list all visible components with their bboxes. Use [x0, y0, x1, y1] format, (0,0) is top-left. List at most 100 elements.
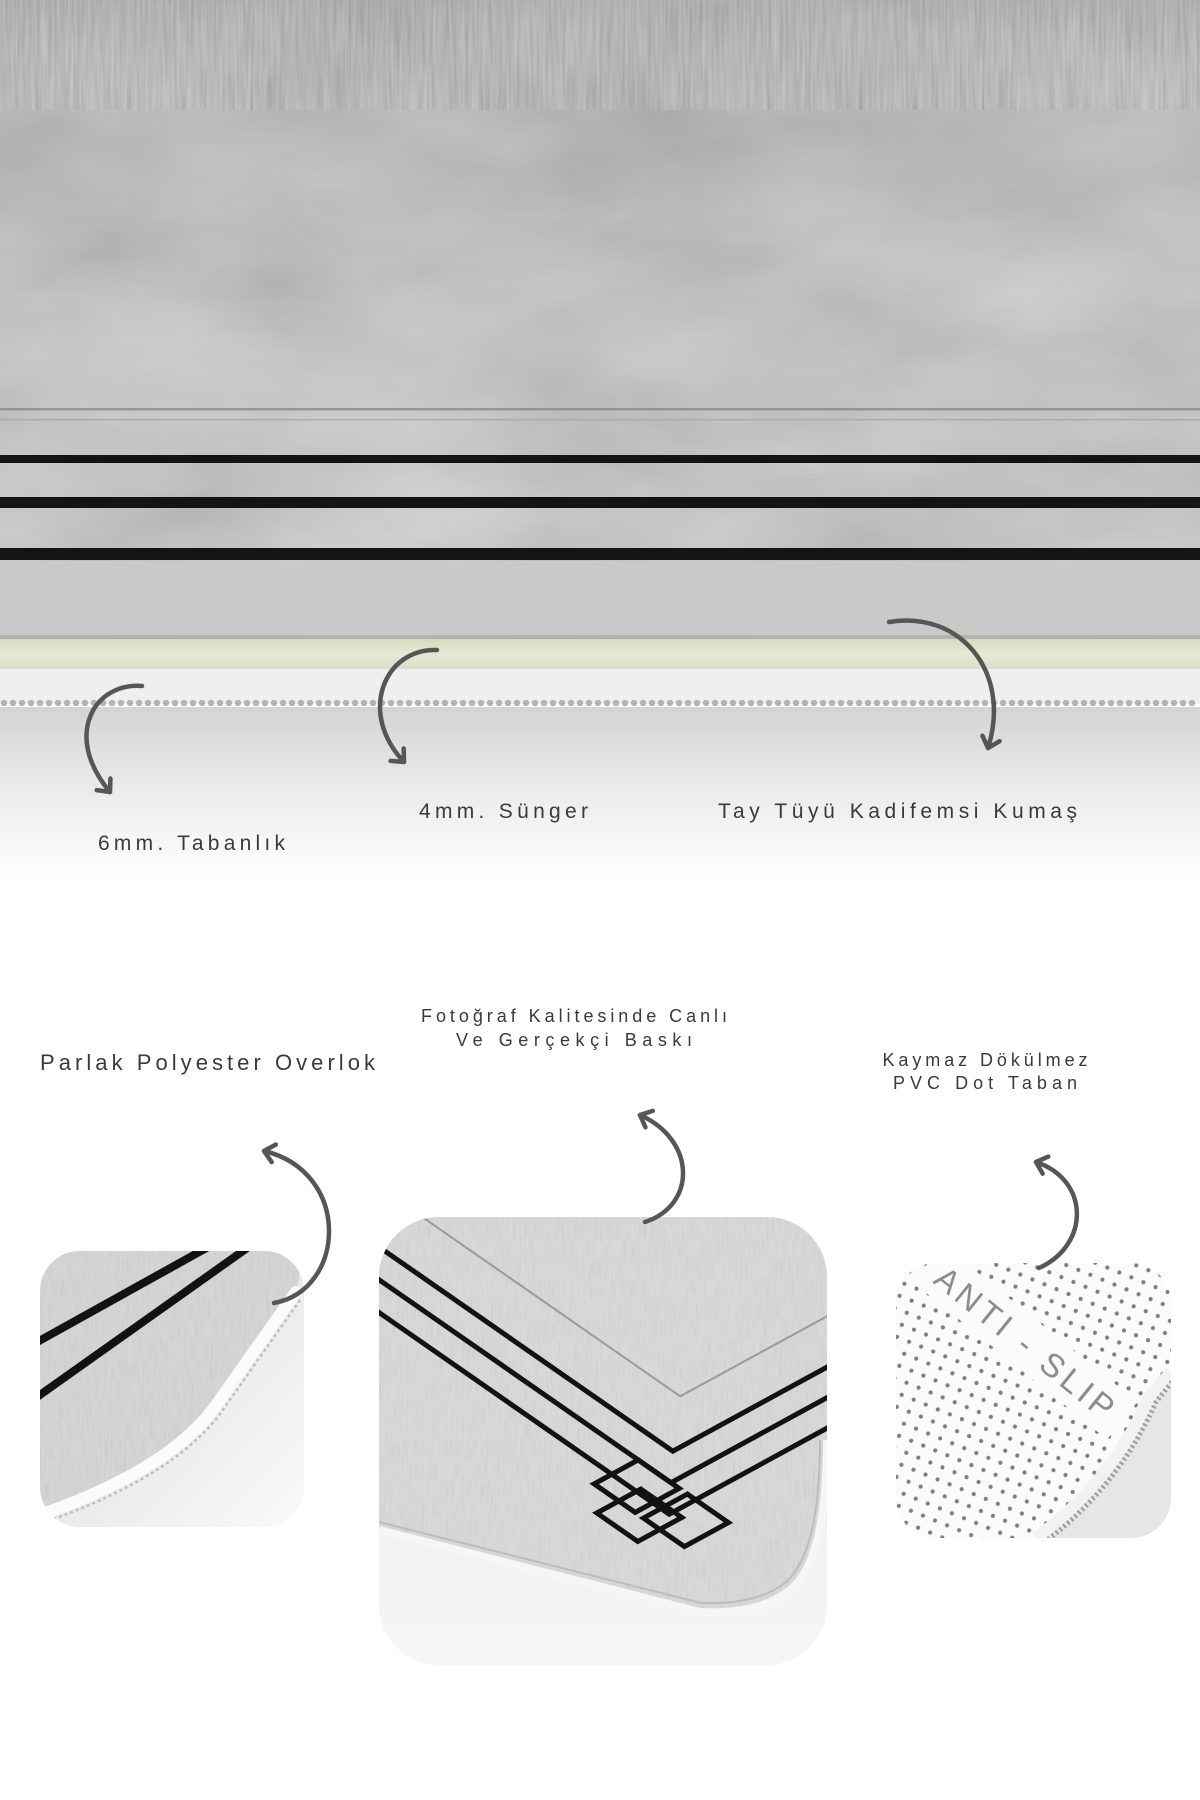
label-print-line2: Ve Gerçekçi Baskı	[456, 1030, 692, 1050]
base-edge-dot	[882, 699, 890, 707]
base-edge-dot	[972, 699, 980, 707]
base-edge-dot	[189, 699, 197, 707]
base-edge-dot	[450, 699, 458, 707]
base-edge-dot	[234, 699, 242, 707]
base-edge-dot	[774, 699, 782, 707]
base-edge-dot	[342, 699, 350, 707]
base-edge-dot	[792, 699, 800, 707]
base-edge-dot	[720, 699, 728, 707]
base-edge-dot	[621, 699, 629, 707]
base-edge-dot	[468, 699, 476, 707]
rug-black-stripe	[40, 1251, 212, 1350]
base-edge-dot	[180, 699, 188, 707]
base-edge-dot	[747, 699, 755, 707]
base-edge-dot	[567, 699, 575, 707]
base-edge-dot	[675, 699, 683, 707]
base-edge-dot	[144, 699, 152, 707]
base-edge-dot	[522, 699, 530, 707]
base-edge-dot	[162, 699, 170, 707]
base-edge-dot	[594, 699, 602, 707]
base-edge-dot	[315, 699, 323, 707]
base-layer	[0, 667, 1200, 704]
rug-border-grey-line	[0, 408, 1200, 411]
base-edge-dot	[414, 699, 422, 707]
rug-surface-texture	[0, 0, 1200, 640]
base-edge-dot	[1062, 699, 1070, 707]
base-edge-dot	[900, 699, 908, 707]
base-edge-dot	[45, 699, 53, 707]
knot-square	[597, 1489, 682, 1542]
base-edge-dots	[0, 699, 1196, 707]
rug-corner-edge-line	[379, 1439, 821, 1605]
label-base-layer: 6mm. Tabanlık	[98, 832, 286, 855]
curved-arrow-icon	[377, 647, 440, 765]
base-edge-dot	[657, 699, 665, 707]
base-edge-dot	[405, 699, 413, 707]
base-edge-dot	[513, 699, 521, 707]
curved-arrow-icon	[886, 618, 1002, 751]
base-edge-dot	[612, 699, 620, 707]
base-edge-dot	[306, 699, 314, 707]
base-edge-dot	[756, 699, 764, 707]
label-print-line1: Fotoğraf Kalitesinde Canlı	[421, 1006, 727, 1026]
base-edge-dot	[153, 699, 161, 707]
base-edge-dot	[711, 699, 719, 707]
base-edge-dot	[207, 699, 215, 707]
base-edge-dot	[837, 699, 845, 707]
base-edge-dot	[909, 699, 917, 707]
rug-piece-texture	[40, 1251, 300, 1515]
overlock-edge	[40, 1286, 302, 1521]
base-edge-dot	[936, 699, 944, 707]
base-edge-dot	[1107, 699, 1115, 707]
base-edge-dot	[585, 699, 593, 707]
base-edge-dot	[927, 699, 935, 707]
base-edge-dot	[324, 699, 332, 707]
rug-fabric-edge-texture	[0, 561, 1200, 638]
base-edge-dot	[1098, 699, 1106, 707]
base-edge-dot	[1017, 699, 1025, 707]
base-edge-dot	[171, 699, 179, 707]
base-edge-dot	[639, 699, 647, 707]
base-edge-dot	[27, 699, 35, 707]
base-edge-dot	[846, 699, 854, 707]
base-edge-dot	[18, 699, 26, 707]
base-edge-dot	[423, 699, 431, 707]
base-edge-dot	[459, 699, 467, 707]
base-edge-dot	[702, 699, 710, 707]
base-edge-dot	[801, 699, 809, 707]
base-edge-dot	[1116, 699, 1124, 707]
rug-black-stripe	[0, 548, 1200, 560]
base-edge-dot	[126, 699, 134, 707]
base-edge-dot	[549, 699, 557, 707]
base-edge-dot	[1080, 699, 1088, 707]
base-edge-dot	[1161, 699, 1169, 707]
rug-corner-edge	[379, 1439, 827, 1617]
border-line-inner	[181, 850, 1148, 1451]
rug-black-stripe	[0, 455, 1200, 463]
base-edge-dot	[1143, 699, 1151, 707]
base-edge-dot	[486, 699, 494, 707]
base-edge-dot	[873, 699, 881, 707]
base-edge-dot	[63, 699, 71, 707]
base-edge-dot	[108, 699, 116, 707]
base-edge-dot	[765, 699, 773, 707]
label-backing-line1: Kaymaz Dökülmez	[883, 1050, 1088, 1070]
knot-square	[594, 1460, 679, 1513]
base-edge-dot	[576, 699, 584, 707]
base-edge-dot	[1170, 699, 1178, 707]
base-edge-dot	[1053, 699, 1061, 707]
base-edge-dot	[117, 699, 125, 707]
base-edge-dot	[648, 699, 656, 707]
base-edge-dot	[1044, 699, 1052, 707]
base-edge-dot	[252, 699, 260, 707]
knot-square	[643, 1494, 728, 1547]
base-edge-dot	[1089, 699, 1097, 707]
base-edge-dot	[270, 699, 278, 707]
base-edge-dot	[1179, 699, 1187, 707]
base-edge-dot	[666, 699, 674, 707]
base-edge-dot	[495, 699, 503, 707]
base-edge-dot	[387, 699, 395, 707]
curved-arrow-icon	[637, 1108, 686, 1225]
rug-edge-shadow	[0, 635, 1200, 639]
